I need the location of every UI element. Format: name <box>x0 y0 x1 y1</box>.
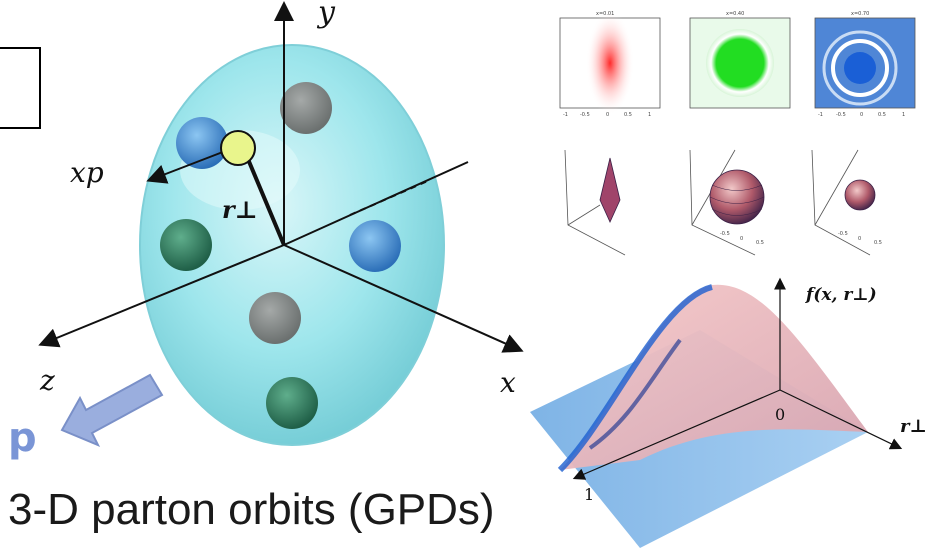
svg-text:0: 0 <box>858 236 861 242</box>
quark-blue-right <box>349 220 401 272</box>
shape-panel-3 <box>811 149 876 256</box>
momentum-label: xp <box>70 156 104 189</box>
svg-text:-1: -1 <box>563 112 568 118</box>
svg-text:0: 0 <box>606 112 609 118</box>
radius-line <box>243 151 286 246</box>
shape-panel-1 <box>564 149 626 256</box>
r-axis <box>779 389 903 450</box>
svg-text:0.5: 0.5 <box>878 112 886 118</box>
svg-text:-0.5: -0.5 <box>838 231 848 237</box>
svg-text:-0.5: -0.5 <box>720 231 730 237</box>
distribution-axes <box>572 277 903 480</box>
svg-text:0: 0 <box>740 236 743 242</box>
svg-text:-0.5: -0.5 <box>836 112 846 118</box>
shape-panel-2 <box>689 149 765 256</box>
shape-ticks: -0.5 0 0.5 -0.5 0 0.5 <box>720 231 882 246</box>
svg-text:1: 1 <box>648 112 651 118</box>
x-axis-label: x <box>500 366 516 399</box>
svg-text:1: 1 <box>902 112 905 118</box>
z-axis-label: z <box>39 364 55 397</box>
distribution-xlabel: r⊥ <box>900 416 927 437</box>
transverse-axis-solid <box>283 161 469 246</box>
proton-direction-arrow <box>60 373 164 447</box>
proton-symbol: p <box>8 415 37 461</box>
density-title-1: x=0.01 <box>596 11 614 17</box>
distribution-ylabel: f(x, r⊥) <box>805 285 877 305</box>
density-title-3: x=0.70 <box>851 11 869 17</box>
density-title-2: x=0.40 <box>726 11 744 17</box>
svg-text:0.5: 0.5 <box>624 112 632 118</box>
svg-text:0.5: 0.5 <box>874 240 882 246</box>
momentum-arrow <box>146 149 229 184</box>
distribution-surface <box>530 284 868 548</box>
origin-tick: 0 <box>775 405 785 424</box>
axes <box>38 1 524 353</box>
density-panel-3: x=0.70 <box>814 11 916 109</box>
frame-fragment <box>0 47 41 129</box>
quark-gray-center <box>249 292 301 344</box>
quark-gray-top <box>280 82 332 134</box>
x-axis-dist <box>572 389 781 480</box>
svg-text:0: 0 <box>860 112 863 118</box>
density-ticks: -1 -0.5 0 0.5 1 -1 -0.5 0 0.5 1 <box>563 112 905 118</box>
quark-blue-left <box>176 117 228 169</box>
svg-text:-1: -1 <box>818 112 823 118</box>
radius-label: r⊥ <box>222 195 258 224</box>
z-axis <box>38 244 285 348</box>
y-axis-label: y <box>316 0 336 30</box>
quark-green-left <box>160 219 212 271</box>
x-tick-one: 1 <box>584 485 594 504</box>
quark-green-bottom <box>266 377 318 429</box>
figure-caption: 3-D parton orbits (GPDs) <box>8 485 495 534</box>
svg-text:-0.5: -0.5 <box>580 112 590 118</box>
svg-text:0.5: 0.5 <box>756 240 764 246</box>
density-panel-1: x=0.01 <box>559 11 661 115</box>
transverse-axis-dashed <box>349 179 431 216</box>
x-axis <box>283 244 524 353</box>
active-parton <box>220 130 256 166</box>
density-panel-2: x=0.40 <box>689 11 791 109</box>
